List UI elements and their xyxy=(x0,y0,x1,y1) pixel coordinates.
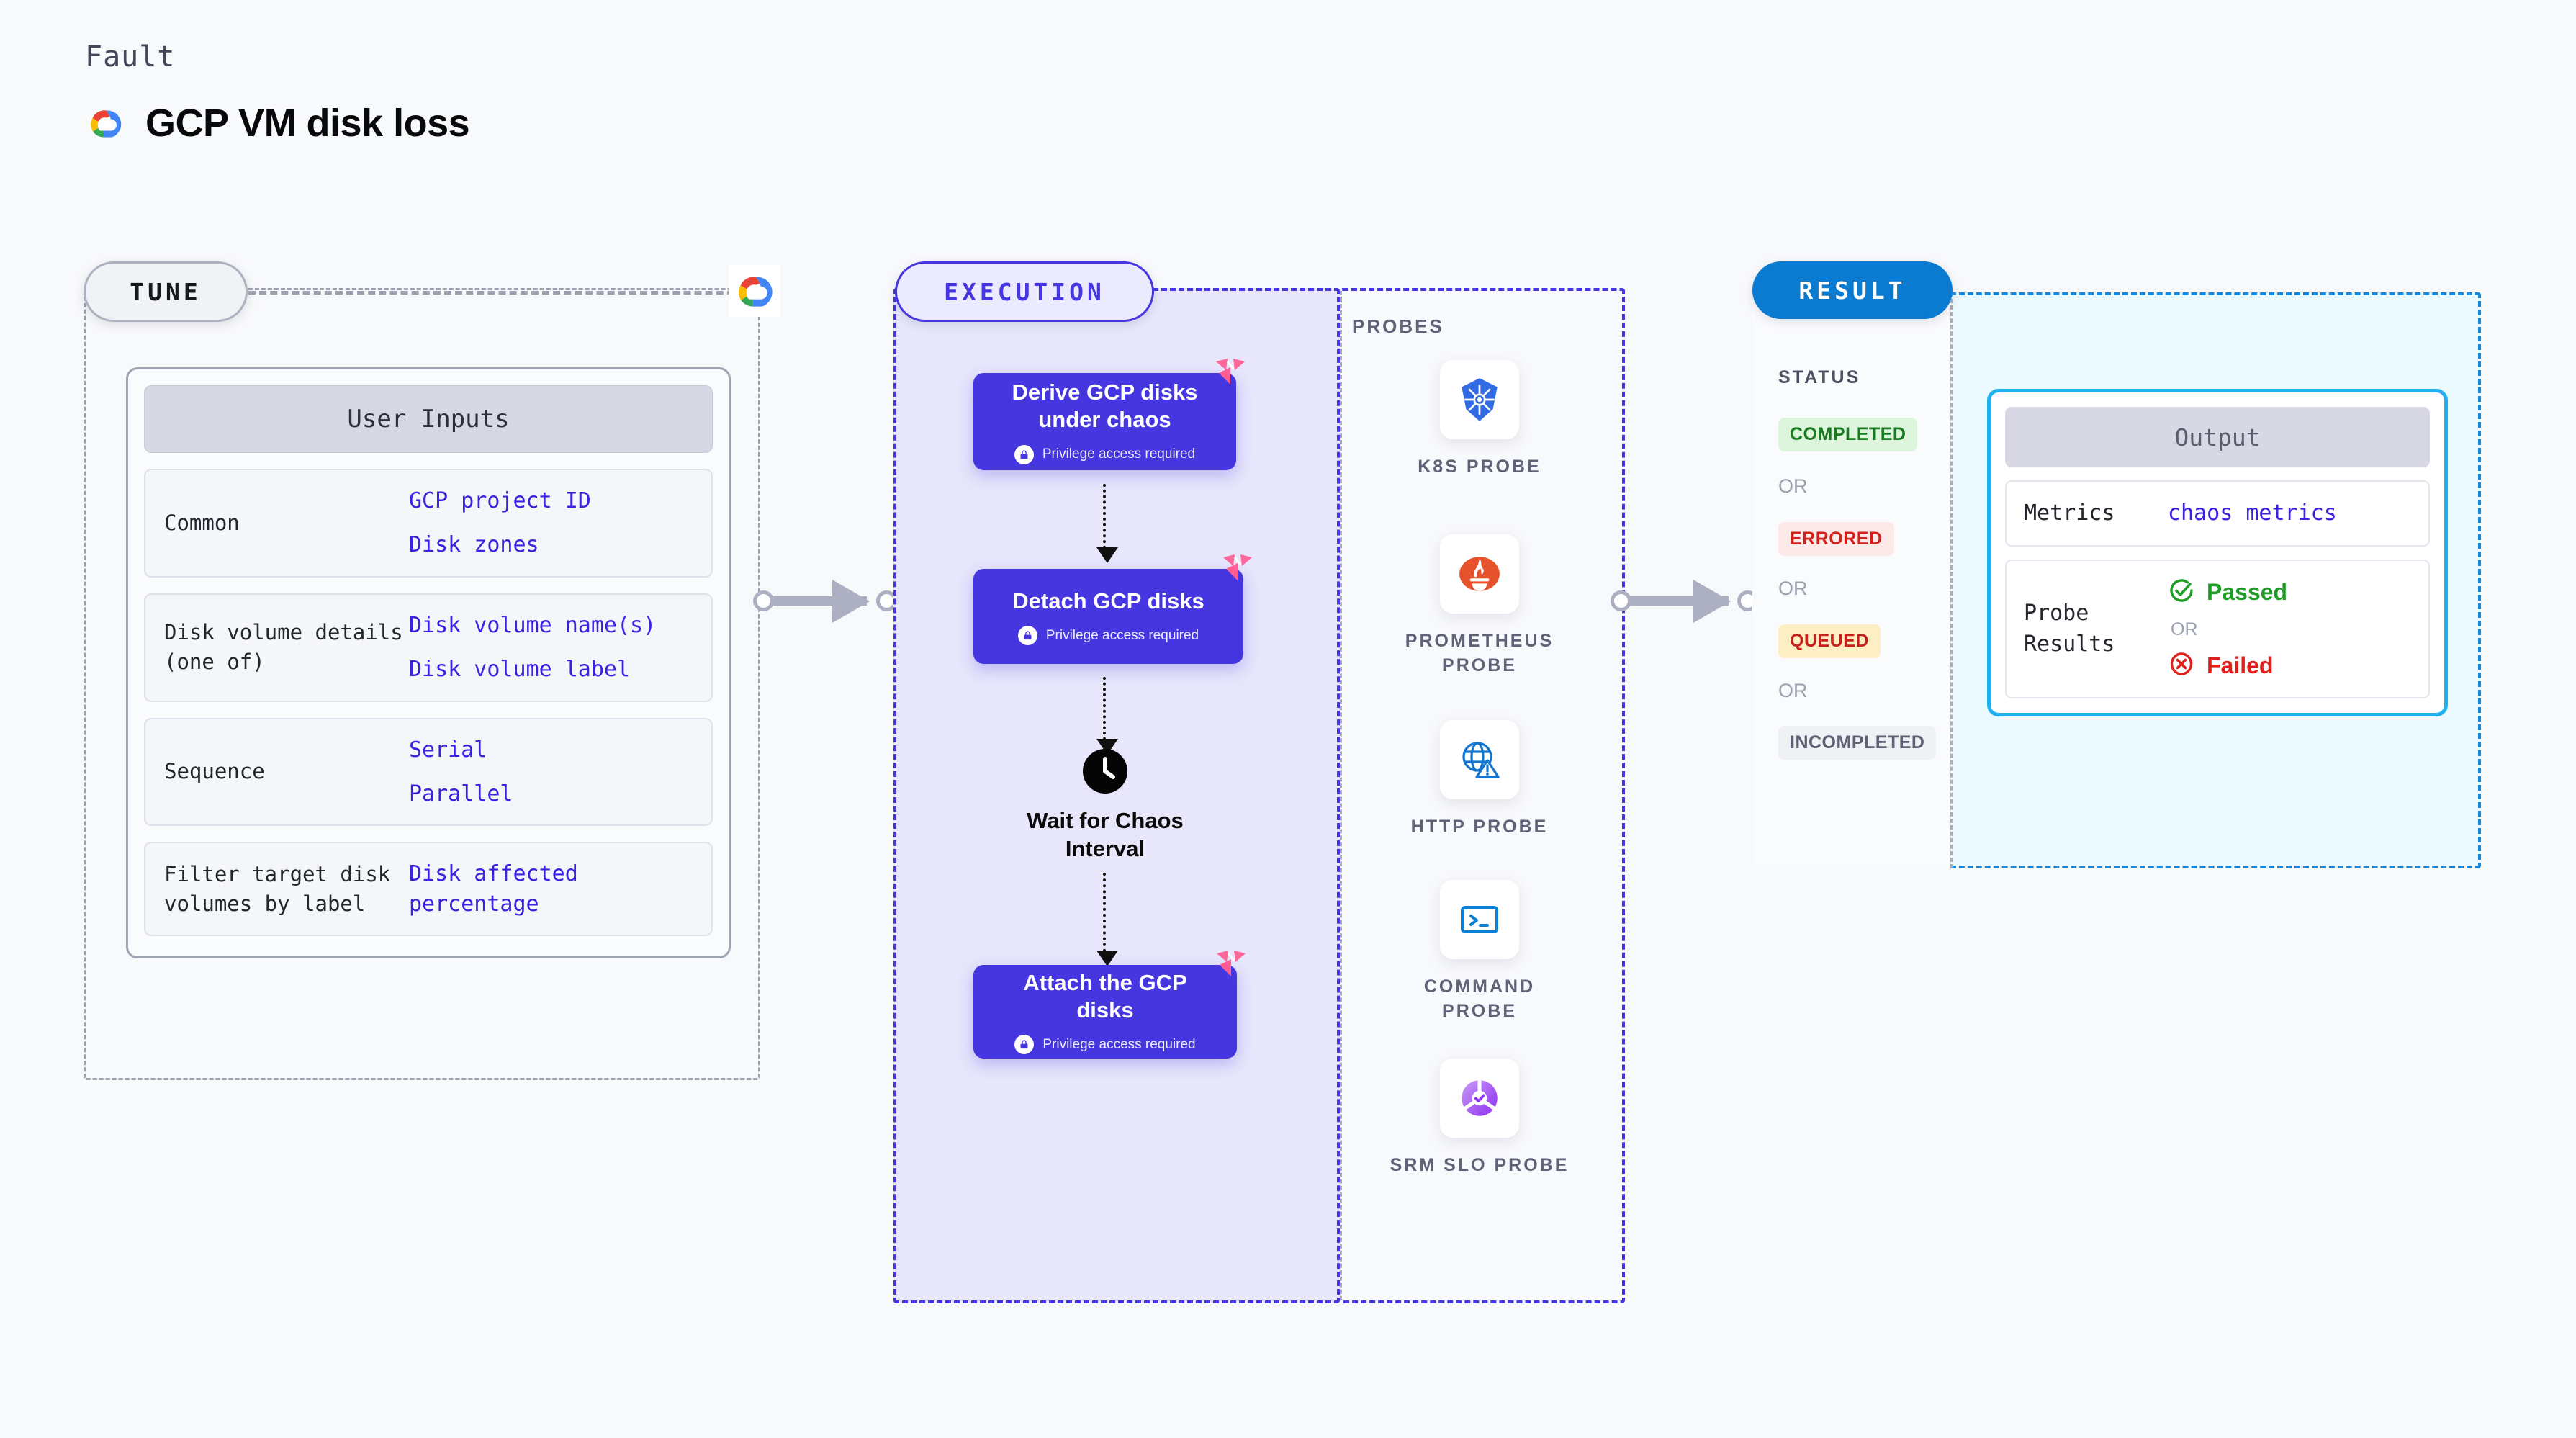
probe-item[interactable]: COMMAND PROBE xyxy=(1390,880,1570,1024)
output-card: Output Metrics chaos metrics Probe Resul… xyxy=(1987,389,2448,716)
flow-arrow xyxy=(1096,873,1118,966)
execution-step-card[interactable]: Attach the GCP disks Privilege access re… xyxy=(973,951,1246,1059)
privilege-label: Privilege access required xyxy=(1045,627,1199,643)
probe-label: PROMETHEUS PROBE xyxy=(1405,631,1554,675)
srm-slo-icon xyxy=(1440,1059,1519,1138)
execution-badge[interactable]: EXECUTION xyxy=(895,261,1154,322)
probe-item[interactable]: HTTP PROBE xyxy=(1390,720,1570,840)
status-badge: QUEUED xyxy=(1778,624,1881,658)
probes-title: PROBES xyxy=(1352,315,1444,337)
harness-flag-icon xyxy=(1222,553,1253,585)
table-row: Disk volume details (one of) Disk volume… xyxy=(144,593,713,702)
probe-result-or: OR xyxy=(2171,619,2198,639)
user-inputs-card: User Inputs Common GCP project ID Disk z… xyxy=(126,367,731,959)
eyebrow-fault: Fault xyxy=(85,40,176,73)
check-circle-icon xyxy=(2168,577,2195,608)
user-input-key: Filter target disk volumes by label xyxy=(164,861,391,916)
wait-label: Wait for Chaos Interval xyxy=(1027,808,1184,861)
probe-label: SRM SLO PROBE xyxy=(1390,1155,1570,1175)
page-title: GCP VM disk loss xyxy=(145,102,470,145)
tune-gcp-logo-icon xyxy=(729,265,780,317)
table-row: Metrics chaos metrics xyxy=(2005,480,2430,547)
user-input-value[interactable]: Disk volume name(s) xyxy=(409,612,657,638)
execution-step-title: Attach the GCP disks xyxy=(1023,969,1187,1023)
probe-label: COMMAND PROBE xyxy=(1423,976,1536,1021)
status-badge: INCOMPLETED xyxy=(1778,726,1937,760)
status-badge: COMPLETED xyxy=(1778,418,1918,451)
metrics-key: Metrics xyxy=(2024,500,2115,526)
probe-results-values: Passed OR Failed xyxy=(2168,577,2287,681)
gcp-logo-icon xyxy=(85,106,125,140)
tune-badge[interactable]: TUNE xyxy=(84,261,248,322)
probe-result-passed: Passed xyxy=(2168,577,2287,608)
execution-step-card[interactable]: Detach GCP disks Privilege access requir… xyxy=(973,554,1252,664)
wait-for-chaos-interval: Wait for Chaos Interval xyxy=(1015,749,1195,863)
user-input-value[interactable]: GCP project ID xyxy=(409,488,591,513)
terminal-icon xyxy=(1440,880,1519,959)
user-input-value[interactable]: Disk zones xyxy=(409,532,539,558)
connector-tune-to-execution xyxy=(753,576,897,626)
probe-item[interactable]: K8S PROBE xyxy=(1390,360,1570,480)
privilege-note: Privilege access required xyxy=(1014,444,1196,464)
probe-results-key: Probe Results xyxy=(2024,600,2115,657)
metrics-value[interactable]: chaos metrics xyxy=(2168,500,2337,526)
lock-icon xyxy=(1014,444,1034,464)
user-input-value[interactable]: Serial xyxy=(409,737,487,763)
user-input-values: GCP project ID Disk zones xyxy=(409,486,591,560)
connector-dot-left xyxy=(753,590,774,611)
execution-step-title: Derive GCP disks under chaos xyxy=(1012,379,1198,432)
probe-result-failed: Failed xyxy=(2168,650,2287,681)
connector-execution-to-result xyxy=(1611,576,1758,626)
page-title-row: GCP VM disk loss xyxy=(85,101,470,145)
status-or-label: OR xyxy=(1778,578,1808,599)
privilege-label: Privilege access required xyxy=(1042,446,1196,462)
status-or-label: OR xyxy=(1778,475,1808,497)
output-heading: Output xyxy=(2005,407,2430,467)
harness-flag-icon xyxy=(1215,949,1247,981)
user-input-values: Serial Parallel xyxy=(409,735,513,809)
status-badge: ERRORED xyxy=(1778,522,1894,556)
clock-icon xyxy=(1083,749,1127,797)
probe-label: HTTP PROBE xyxy=(1410,817,1549,837)
connector-dot-left xyxy=(1611,590,1631,611)
user-input-key: Disk volume details (one of) xyxy=(164,620,403,675)
probe-label: K8S PROBE xyxy=(1418,457,1541,477)
table-row: Common GCP project ID Disk zones xyxy=(144,469,713,578)
table-row: Sequence Serial Parallel xyxy=(144,717,713,827)
execution-step-card[interactable]: Derive GCP disks under chaos Privilege a… xyxy=(973,359,1245,470)
failed-label: Failed xyxy=(2207,652,2274,678)
status-title: STATUS xyxy=(1778,367,1861,387)
status-column xyxy=(1752,292,1953,868)
flow-arrow xyxy=(1096,677,1118,755)
tune-panel xyxy=(84,288,760,1080)
privilege-label: Privilege access required xyxy=(1042,1036,1196,1052)
user-input-value[interactable]: Parallel xyxy=(409,781,513,806)
lock-icon xyxy=(1017,626,1037,646)
user-input-value[interactable]: Disk affected percentage xyxy=(409,861,578,917)
user-input-key: Common xyxy=(164,510,240,535)
harness-flag-icon xyxy=(1215,357,1246,390)
prometheus-icon xyxy=(1440,534,1519,614)
passed-label: Passed xyxy=(2207,578,2288,605)
x-circle-icon xyxy=(2168,650,2195,681)
table-row: Probe Results Passed OR xyxy=(2005,559,2430,698)
execution-step-title: Detach GCP disks xyxy=(1012,588,1204,614)
user-input-key: Sequence xyxy=(164,759,265,784)
user-input-values: Disk volume name(s) Disk volume label xyxy=(409,611,656,685)
privilege-note: Privilege access required xyxy=(1014,1035,1196,1055)
user-input-value[interactable]: Disk volume label xyxy=(409,657,631,683)
status-or-label: OR xyxy=(1778,680,1808,701)
user-input-values: Disk affected percentage xyxy=(409,859,693,919)
lock-icon xyxy=(1014,1035,1035,1055)
tune-dashed-connector xyxy=(248,291,745,295)
table-row: Filter target disk volumes by label Disk… xyxy=(144,842,713,937)
probe-item[interactable]: PROMETHEUS PROBE xyxy=(1390,534,1570,678)
user-inputs-heading: User Inputs xyxy=(144,385,713,453)
probe-item[interactable]: SRM SLO PROBE xyxy=(1390,1059,1570,1178)
flow-arrow xyxy=(1096,484,1118,563)
privilege-note: Privilege access required xyxy=(1017,626,1199,646)
kubernetes-icon xyxy=(1440,360,1519,439)
http-globe-warning-icon xyxy=(1440,720,1519,799)
result-badge[interactable]: RESULT xyxy=(1752,261,1953,319)
